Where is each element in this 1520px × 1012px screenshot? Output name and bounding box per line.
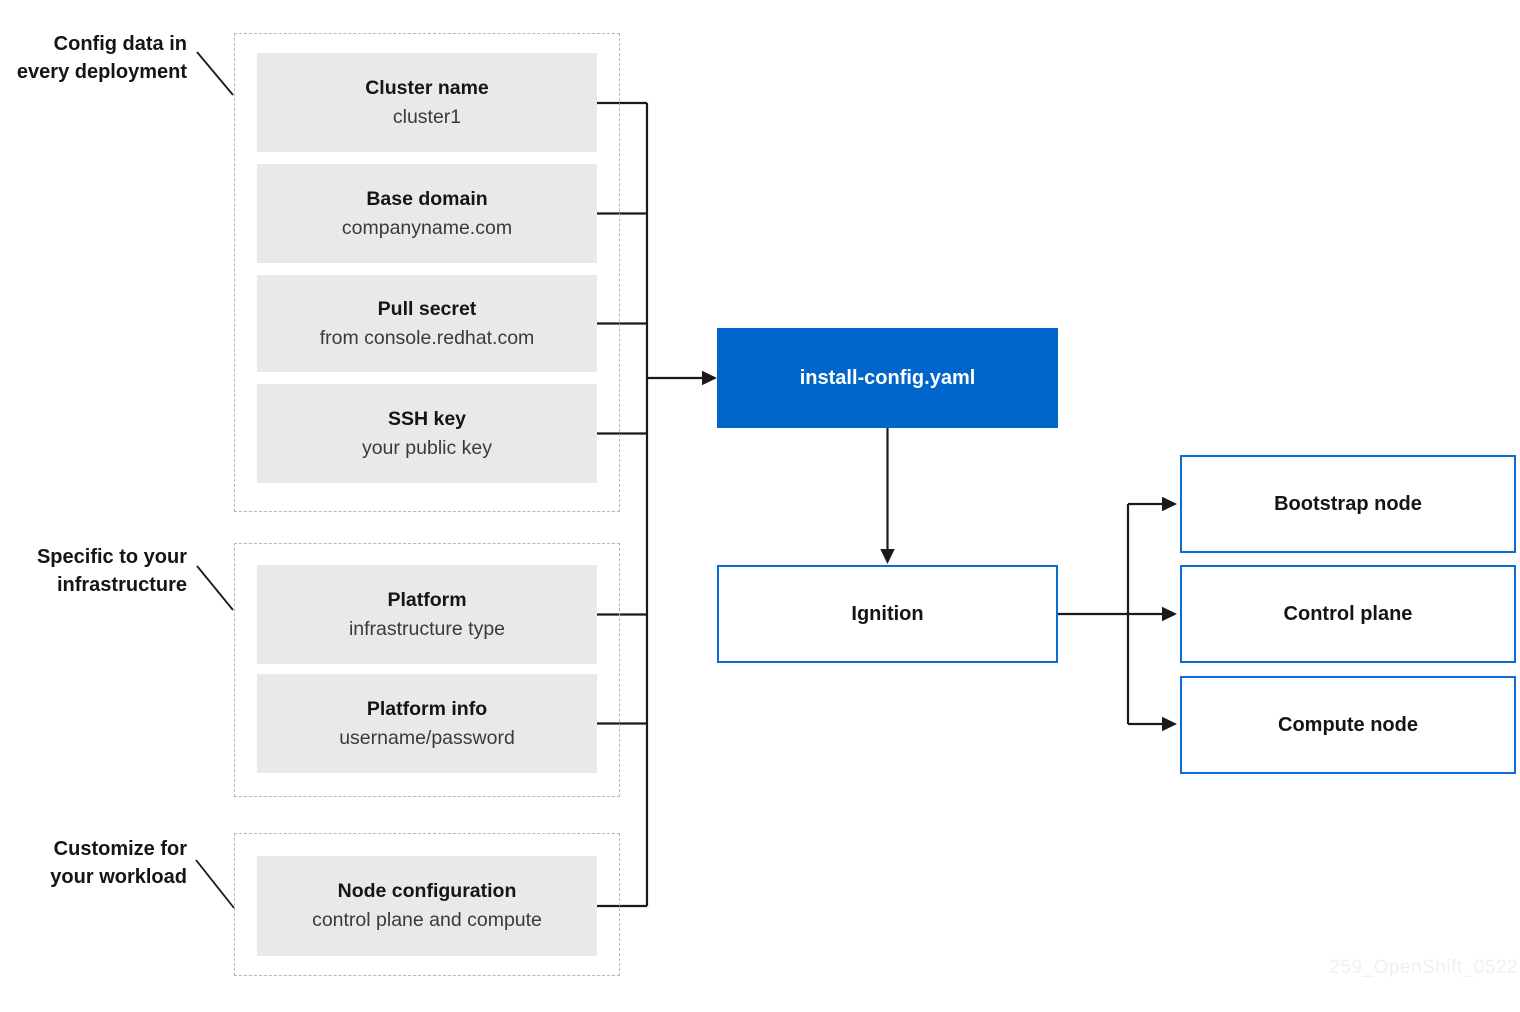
box-title: Cluster name	[365, 76, 489, 99]
box-subtitle: companyname.com	[341, 216, 513, 239]
box-title: Node configuration	[337, 880, 517, 902]
install-config-yaml-box: install-config.yaml	[717, 328, 1058, 428]
box-title: Base domain	[366, 187, 488, 210]
group-config-data	[234, 33, 620, 512]
arrowhead-install-config-icon	[702, 370, 717, 386]
node-label: Compute node	[1278, 713, 1418, 736]
box-subtitle: username/password	[339, 726, 515, 749]
box-title: Platform	[387, 588, 467, 611]
group-infrastructure	[234, 543, 620, 797]
ignition-label: Ignition	[851, 602, 924, 625]
box-subtitle: your public key	[361, 436, 493, 459]
box-subtitle: cluster1	[392, 105, 462, 128]
box-platform: Platform infrastructure type	[257, 565, 597, 664]
box-cluster-name: Cluster name cluster1	[257, 53, 597, 152]
annotation-line: Customize for	[53, 838, 187, 860]
annotation-line: your workload	[50, 866, 187, 888]
bootstrap-node-box: Bootstrap node	[1180, 455, 1516, 553]
arrowhead-compute-icon	[1162, 716, 1177, 732]
node-label: Control plane	[1283, 602, 1413, 625]
box-title: SSH key	[387, 407, 467, 430]
install-config-label: install-config.yaml	[799, 366, 976, 389]
watermark: 259_OpenShift_0522	[1329, 957, 1518, 978]
annotation-workload: Customize for your workload	[0, 835, 187, 891]
box-subtitle: from console.redhat.com	[319, 326, 535, 349]
control-plane-box: Control plane	[1180, 565, 1516, 663]
annotation-infrastructure: Specific to your infrastructure	[0, 543, 187, 599]
node-label: Bootstrap node	[1274, 492, 1422, 515]
leader-line-infrastructure	[196, 565, 234, 611]
box-title: Pull secret	[377, 297, 477, 320]
group-workload	[234, 833, 620, 976]
box-title: Platform info	[366, 697, 488, 720]
arrowhead-control-plane-icon	[1162, 606, 1177, 622]
annotation-line: infrastructure	[56, 574, 187, 596]
leader-line-workload	[195, 859, 235, 909]
arrowhead-ignition-icon	[880, 549, 895, 564]
annotation-config-data: Config data in every deployment	[0, 30, 187, 86]
arrowhead-bootstrap-icon	[1162, 496, 1177, 512]
annotation-line: Config data in	[53, 33, 187, 55]
annotation-line: Specific to your	[36, 546, 187, 568]
annotation-line: every deployment	[16, 61, 187, 83]
ignition-box: Ignition	[717, 565, 1058, 663]
box-platform-info: Platform info username/password	[257, 674, 597, 773]
box-subtitle: infrastructure type	[348, 617, 506, 640]
box-subtitle: control plane and compute	[312, 909, 542, 931]
compute-node-box: Compute node	[1180, 676, 1516, 774]
leader-line-config-data	[196, 51, 234, 96]
box-base-domain: Base domain companyname.com	[257, 164, 597, 263]
box-ssh-key: SSH key your public key	[257, 384, 597, 483]
box-node-configuration: Node configuration control plane and com…	[257, 856, 597, 956]
box-pull-secret: Pull secret from console.redhat.com	[257, 275, 597, 372]
